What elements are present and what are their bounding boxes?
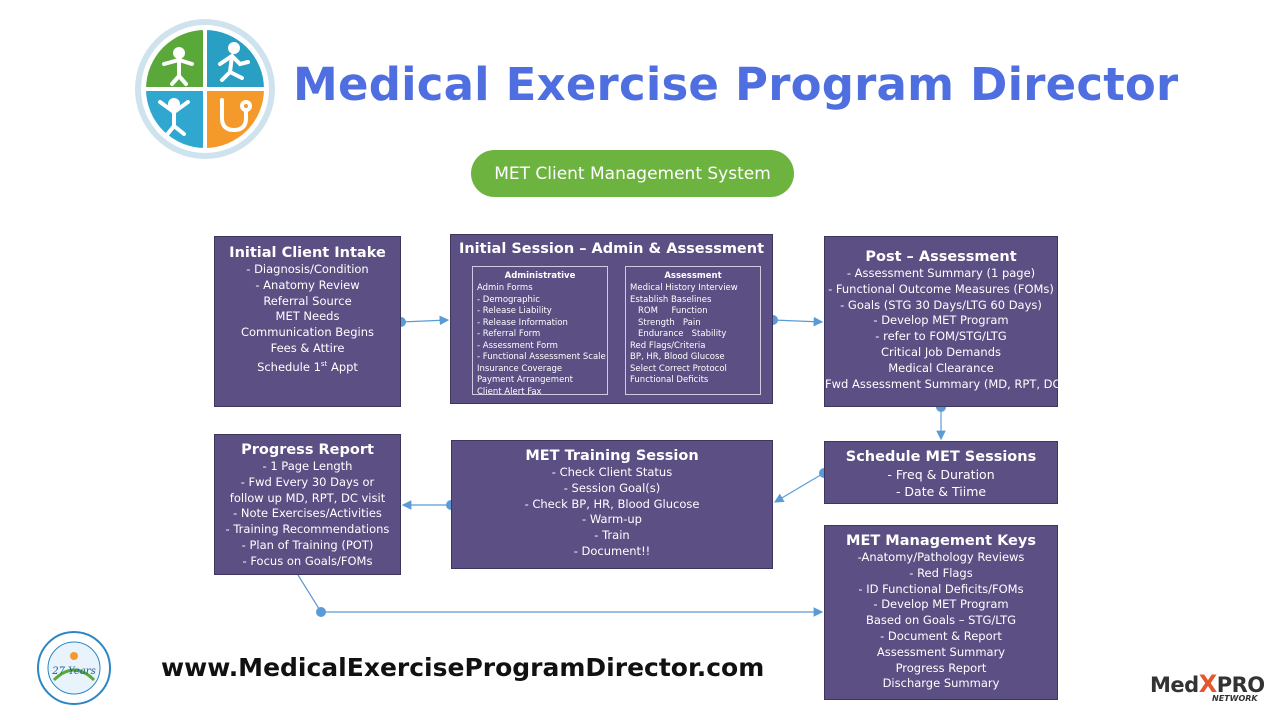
post-line: Medical Clearance — [888, 360, 994, 375]
intake-line: Referral Source — [263, 293, 352, 308]
training-line: - Session Goal(s) — [563, 480, 661, 495]
training-line: - Check BP, HR, Blood Glucose — [524, 496, 700, 511]
administrative-panel: Administrative Admin Forms - Demographic… — [472, 266, 608, 395]
institute-badge-icon: 27 Years — [37, 631, 111, 705]
logo-icon — [135, 19, 275, 159]
post-line: - Develop MET Program — [873, 313, 1009, 328]
post-line: - Assessment Summary (1 page) — [846, 266, 1036, 280]
administrative-item: - Assessment Form — [477, 340, 558, 351]
medxpro-logo: MedXPRO NETWORK — [1150, 670, 1265, 703]
progress-line: - 1 Page Length — [262, 459, 353, 473]
intake-line: Communication Begins — [240, 325, 375, 340]
progress-line: - Plan of Training (POT) — [241, 537, 374, 552]
connector-dot — [316, 607, 326, 617]
progress-line: follow up MD, RPT, DC visit — [229, 490, 386, 505]
administrative-item: Insurance Coverage — [477, 363, 563, 374]
initial-session-title: Initial Session – Admin & Assessment — [458, 241, 765, 257]
management-keys-title: MET Management Keys — [846, 533, 1036, 549]
assessment-item: ROM Function — [638, 306, 708, 316]
schedule-line: - Freq & Duration — [887, 467, 995, 482]
assessment-item: Establish Baselines — [630, 294, 712, 305]
keys-line: Discharge Summary — [882, 676, 1000, 691]
assessment-item: Functional Deficits — [630, 375, 709, 385]
page-title: Medical Exercise Program Director — [293, 58, 1179, 111]
badge-years-label: 27 Years — [51, 666, 95, 677]
keys-line: - Document & Report — [880, 628, 1002, 643]
assessment-item: BP, HR, Blood Glucose — [630, 352, 725, 362]
website-url: www.MedicalExerciseProgramDirector.com — [161, 653, 765, 682]
keys-line: - Red Flags — [909, 565, 973, 580]
training-session-box: MET Training Session - Check Client Stat… — [451, 440, 773, 569]
post-line: - Goals (STG 30 Days/LTG 60 Days) — [840, 297, 1042, 312]
training-line: - Check Client Status — [551, 465, 673, 479]
intake-line: Fees & Attire — [270, 340, 345, 355]
training-line: - Warm-up — [582, 512, 642, 527]
progress-line: - Training Recommendations — [225, 522, 390, 537]
intake-line: - Anatomy Review — [255, 277, 360, 292]
progress-line: - Note Exercises/Activities — [233, 506, 382, 521]
intake-title: Initial Client Intake — [229, 245, 386, 261]
progress-report-box: Progress Report - 1 Page Length - Fwd Ev… — [214, 434, 401, 575]
schedule-line: - Date & Tiime — [895, 484, 987, 499]
administrative-item: Admin Forms — [477, 283, 533, 293]
intake-box: Initial Client Intake - Diagnosis/Condit… — [214, 236, 401, 407]
post-line: Fwd Assessment Summary (MD, RPT, DC) — [825, 376, 1066, 391]
schedule-sessions-title: Schedule MET Sessions — [845, 449, 1037, 465]
management-keys-box: MET Management Keys -Anatomy/Pathology R… — [824, 525, 1058, 700]
intake-line: - Diagnosis/Condition — [246, 262, 369, 276]
keys-line: - ID Functional Deficits/FOMs — [858, 581, 1024, 596]
intake-schedule-line: Schedule 1st Appt — [257, 359, 358, 374]
progress-line: - Fwd Every 30 Days or — [240, 474, 375, 489]
administrative-item: - Release Liability — [477, 306, 552, 316]
administrative-title: Administrative — [504, 271, 576, 281]
training-line: - Train — [594, 528, 630, 543]
post-line: Critical Job Demands — [880, 344, 1002, 359]
intake-line: MET Needs — [275, 309, 340, 324]
assessment-item: Red Flags/Criteria — [630, 340, 706, 351]
keys-line: Assessment Summary — [876, 644, 1006, 659]
arrow-progress-to-keys — [297, 574, 824, 617]
post-assessment-title: Post – Assessment — [865, 249, 1017, 265]
system-title-pill: MET Client Management System — [471, 150, 794, 197]
brand-network: NETWORK — [1212, 694, 1258, 703]
assessment-title: Assessment — [664, 271, 722, 281]
initial-session-box: Initial Session – Admin & Assessment Adm… — [450, 234, 773, 404]
training-line: - Document!! — [573, 543, 651, 558]
administrative-item: - Functional Assessment Scale — [477, 352, 606, 362]
assessment-panel: Assessment Medical History Interview Est… — [625, 266, 761, 395]
progress-line: - Focus on Goals/FOMs — [242, 553, 373, 568]
administrative-item: - Release Information — [477, 317, 568, 328]
arrow-session-to-post — [772, 316, 824, 327]
post-line: - Functional Outcome Measures (FOMs) — [828, 281, 1054, 296]
post-assessment-box: Post – Assessment - Assessment Summary (… — [824, 236, 1066, 407]
brand-pro: PRO — [1216, 673, 1265, 697]
brand-x: X — [1198, 670, 1218, 698]
administrative-item: - Referral Form — [477, 329, 541, 339]
brand-med: Med — [1150, 673, 1199, 697]
assessment-item: Select Correct Protocol — [630, 363, 727, 374]
administrative-item: Payment Arrangement — [477, 375, 574, 385]
keys-line: - Develop MET Program — [873, 597, 1009, 612]
assessment-item: Endurance Stability — [638, 329, 727, 339]
keys-line: Progress Report — [895, 660, 987, 675]
arrow-intake-to-session — [400, 315, 450, 326]
assessment-item: Medical History Interview — [630, 283, 738, 293]
keys-line: -Anatomy/Pathology Reviews — [857, 550, 1025, 564]
schedule-sessions-box: Schedule MET Sessions - Freq & Duration … — [824, 441, 1058, 504]
administrative-item: Client Alert Fax — [477, 386, 542, 395]
post-line: - refer to FOM/STG/LTG — [875, 329, 1007, 344]
keys-line: Based on Goals – STG/LTG — [865, 613, 1017, 628]
progress-report-title: Progress Report — [241, 442, 374, 458]
arrow-schedule-to-training — [773, 472, 825, 503]
administrative-item: - Demographic — [477, 294, 540, 305]
training-session-title: MET Training Session — [525, 448, 699, 464]
assessment-item: Strength Pain — [638, 317, 701, 328]
